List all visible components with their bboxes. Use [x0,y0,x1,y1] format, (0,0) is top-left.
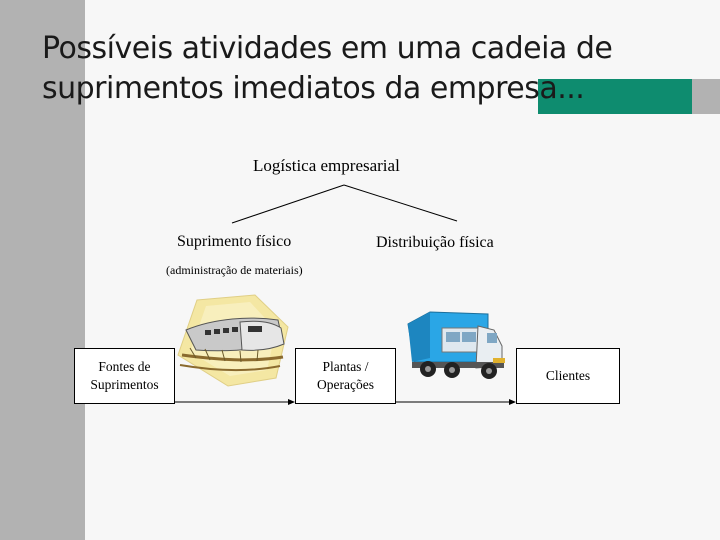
left-sidebar-band [0,0,85,540]
branch-distribution-label: Distribuição física [376,234,494,251]
truck-icon [407,311,505,379]
node-fontes-de-suprimentos: Fontes de Suprimentos [74,348,175,404]
title-line-1: Possíveis atividades em uma cadeia de [42,31,613,66]
node-label-line: Fontes de [98,359,151,374]
branch-supply-sublabel: (administração de materiais) [166,263,303,277]
title-line-2: suprimentos imediatos da empresa... [42,71,585,106]
node-label-line: Suprimentos [90,377,159,392]
branch-supply-label: Suprimento físico [177,233,292,250]
node-label-line: Plantas / [322,359,369,374]
node-plantas-operacoes: Plantas / Operações [295,348,396,404]
root-node-label: Logística empresarial [253,156,400,175]
accent-bar-grey [692,79,720,114]
train-icon [177,294,289,387]
node-label-line: Operações [317,377,374,392]
node-label-line: Clientes [545,368,591,383]
node-clientes: Clientes [516,348,620,404]
tree-line-right [343,184,458,222]
slide-title: Possíveis atividades em uma cadeia de su… [42,29,702,109]
accent-bar [538,79,692,114]
tree-line-left [231,184,345,224]
